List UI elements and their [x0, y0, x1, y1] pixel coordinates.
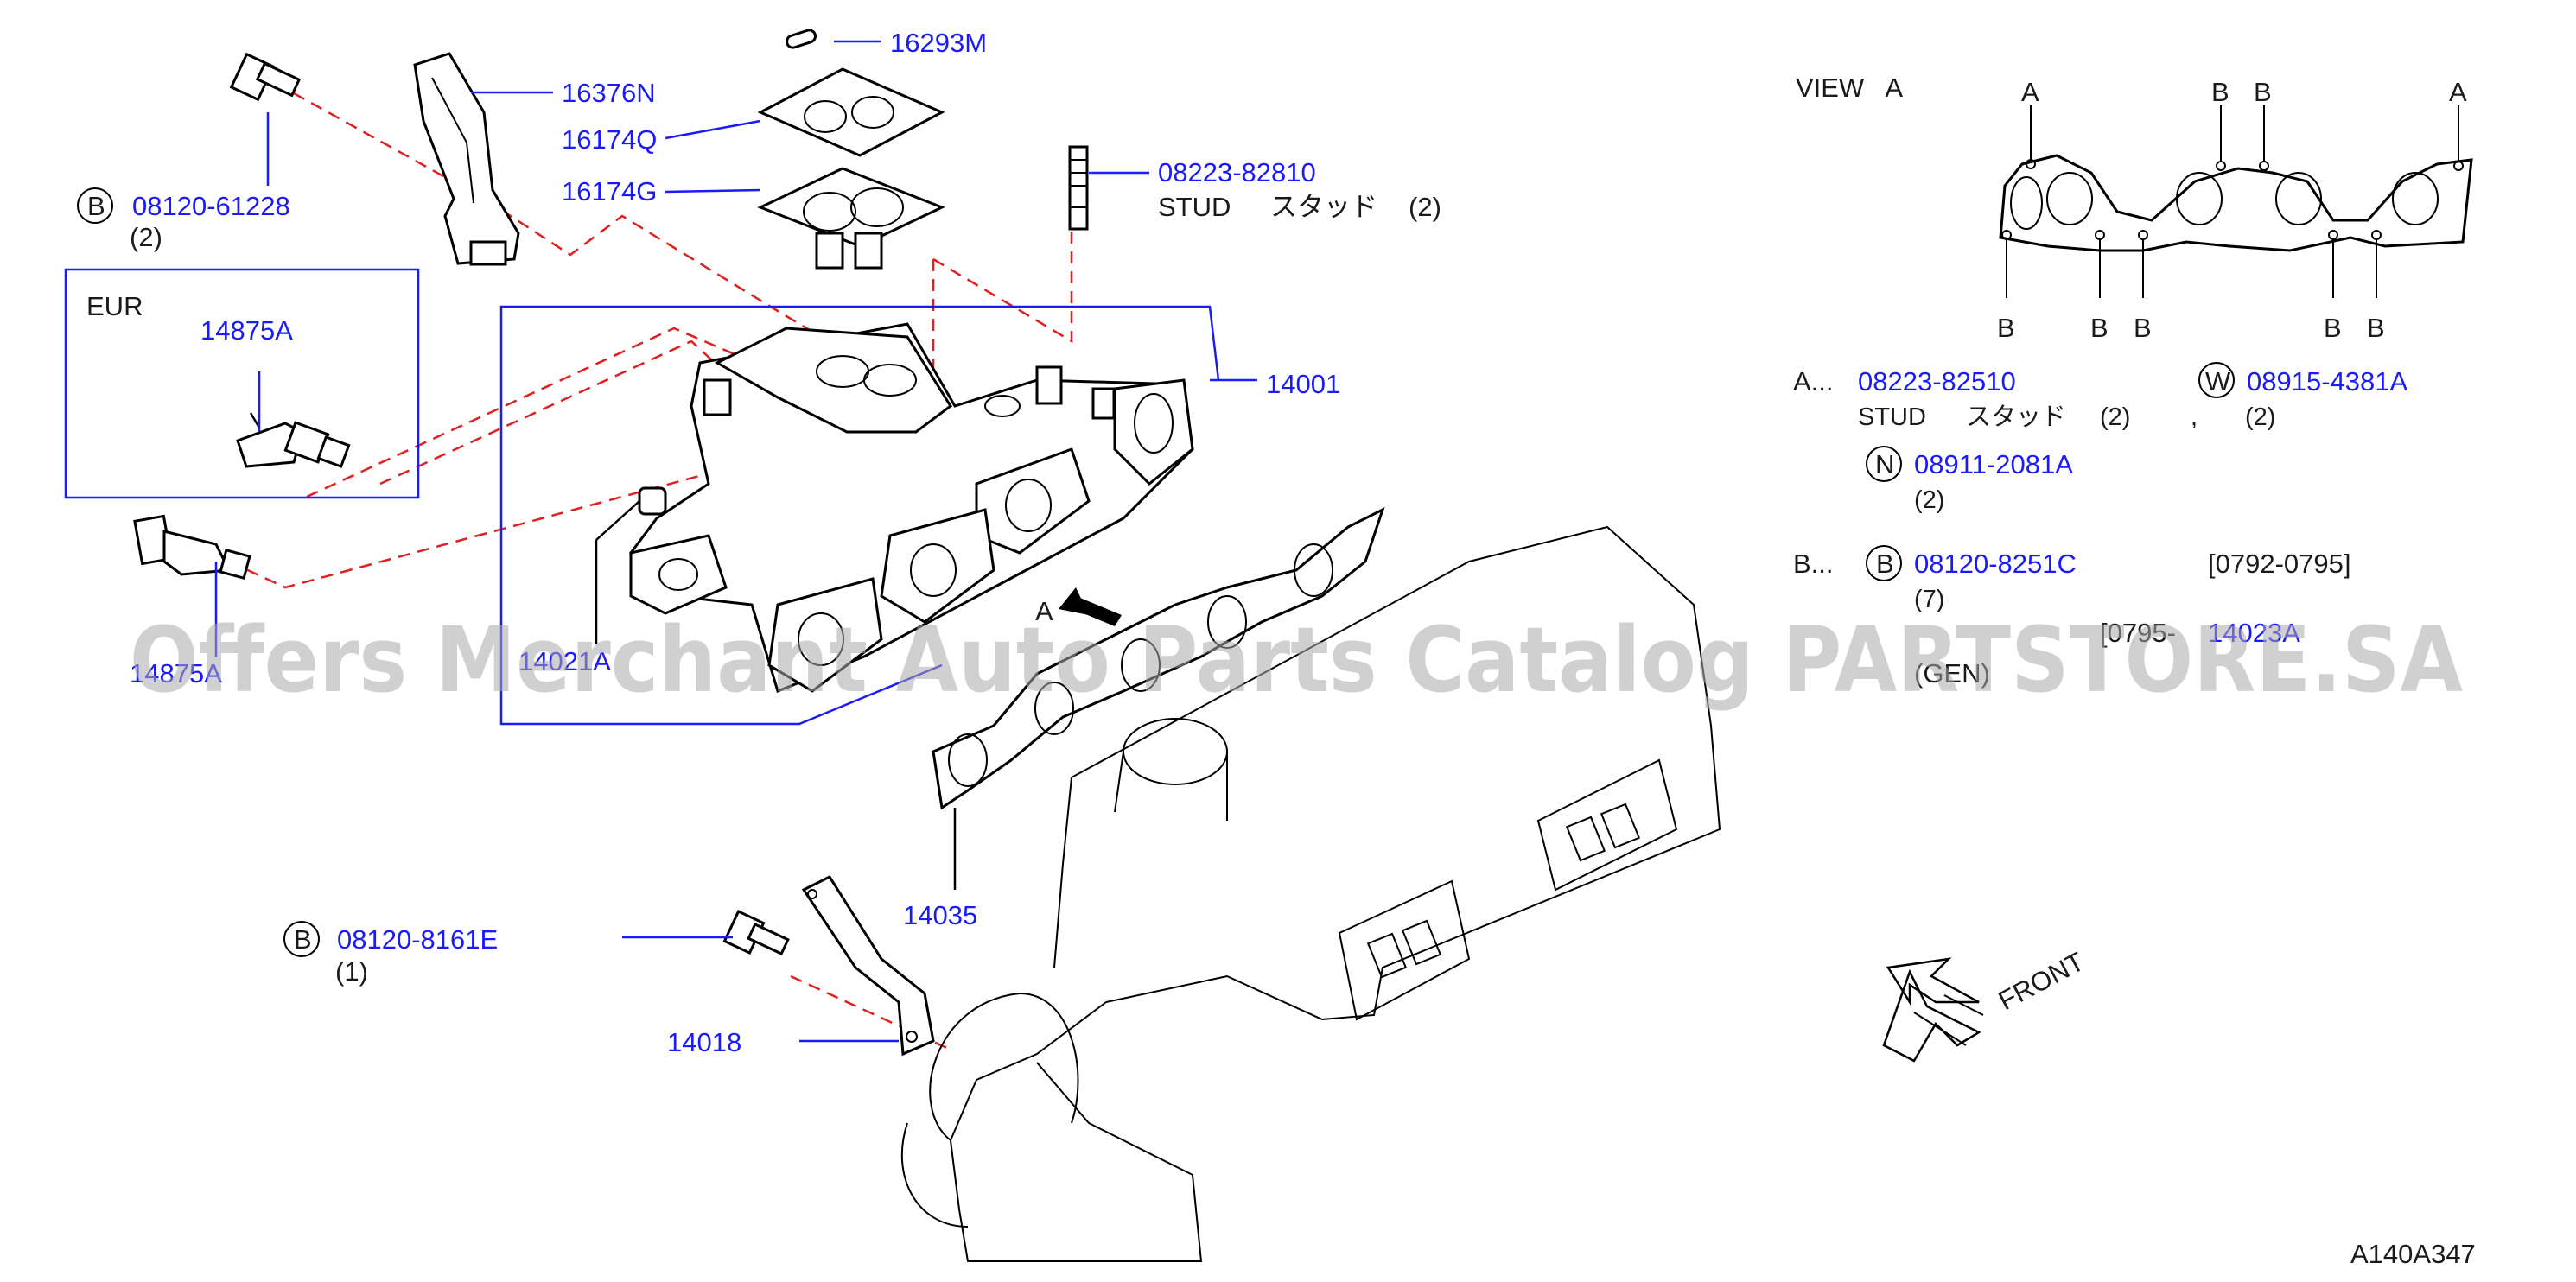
label-16293M: 16293M — [890, 28, 987, 58]
label-14018: 14018 — [667, 1027, 741, 1057]
bracket-14018-drawing — [801, 875, 935, 1057]
view-a-title: VIEW A — [1796, 73, 1903, 103]
legend-b2-range: [0795- — [2100, 618, 2176, 648]
circle-n-letter: N — [1875, 449, 1894, 479]
view-a-marker-b-bot4: B — [2324, 313, 2342, 343]
plug-14021A-drawing — [595, 486, 667, 644]
gasket-14035-drawing — [932, 507, 1385, 890]
legend-w-part: 08915-4381A — [2247, 366, 2407, 397]
view-a-marker-b-bot3: B — [2134, 313, 2152, 343]
view-a-marker-a-left: A — [2021, 77, 2039, 107]
label-16376N: 16376N — [562, 78, 656, 108]
view-a-marker-b-top2: B — [2254, 77, 2272, 107]
legend-n-qty: (2) — [1914, 486, 1944, 514]
stud-qty: (2) — [1409, 192, 1441, 222]
legend-b-part: 08120-8251C — [1914, 549, 2077, 579]
intake-manifold-drawing — [629, 322, 1194, 694]
circle-b-letter-3: B — [1876, 549, 1894, 579]
view-a-marker-b-bot2: B — [2090, 313, 2109, 343]
label-08223-82810: 08223-82810 — [1158, 157, 1316, 187]
label-14001: 14001 — [1266, 369, 1340, 399]
qty-08120-8161E: (1) — [335, 956, 368, 987]
label-14021A: 14021A — [518, 646, 611, 676]
legend-b2-note: (GEN) — [1914, 658, 1990, 689]
label-08120-8161E: 08120-8161E — [337, 924, 498, 955]
label-14875A-eur: 14875A — [200, 315, 293, 346]
watermark: Offers Merchant Auto Parts Catalog PARTS… — [130, 607, 2463, 713]
qty-08120-61228: (2) — [130, 222, 162, 252]
legend-a-prefix: A... — [1793, 366, 1834, 397]
front-label: FRONT — [1994, 946, 2089, 1016]
legend-b-range: [0792-0795] — [2208, 549, 2350, 579]
legend-w-qty: (2) — [2245, 403, 2275, 431]
label-14035: 14035 — [903, 900, 977, 930]
front-arrow — [1882, 957, 1984, 1063]
legend-b-qty: (7) — [1914, 586, 1944, 613]
legend-b2-part: 14023A — [2208, 618, 2300, 648]
circle-w-letter: W — [2205, 366, 2231, 397]
fitting-14875A-drawing — [133, 514, 251, 581]
stud-jp-label: スタッド — [1270, 192, 1377, 222]
legend-a-jp: スタッド — [1966, 403, 2066, 431]
stud-08223-82810-drawing — [1068, 145, 1089, 231]
stud-label: STUD — [1158, 192, 1231, 222]
view-a-marker-a-right: A — [2449, 77, 2467, 107]
eur-label: EUR — [86, 291, 143, 321]
engine-block-drawing — [900, 525, 1721, 1262]
view-a-gasket-drawing — [1999, 105, 2473, 298]
label-08120-61228: 08120-61228 — [132, 191, 290, 221]
legend-a-qty: (2) — [2100, 403, 2130, 431]
view-a-marker-b-bot5: B — [2367, 313, 2385, 343]
legend-a-part: 08223-82510 — [1858, 366, 2016, 397]
view-a-arrow-label: A — [1035, 596, 1053, 626]
view-a-marker-b-bot1: B — [1997, 313, 2015, 343]
eur-box — [64, 268, 420, 499]
bracket-16376N-drawing — [413, 52, 520, 266]
bolt-08120-8161E-drawing — [722, 910, 790, 956]
diagram-code: A140A347 — [2350, 1239, 2476, 1269]
label-14875A-lower: 14875A — [130, 658, 222, 689]
view-a-arrow — [1059, 587, 1122, 626]
circle-markers — [77, 187, 2235, 957]
label-16174Q: 16174Q — [562, 124, 657, 155]
legend-a-stud: STUD — [1858, 403, 1926, 431]
manifold-box — [499, 305, 1220, 726]
legend-n-part: 08911-2081A — [1914, 449, 2073, 479]
gasket-stack-drawing — [757, 29, 945, 270]
circle-b-letter-1: B — [87, 191, 105, 221]
legend-b-prefix: B... — [1793, 549, 1834, 579]
view-a-marker-b-top1: B — [2211, 77, 2229, 107]
legend-w-comma: , — [2191, 403, 2198, 431]
circle-b-letter-2: B — [294, 924, 312, 955]
label-16174G: 16174G — [562, 176, 657, 206]
leader-lines — [214, 40, 1149, 1043]
sensor-14875A-eur-drawing — [236, 412, 351, 468]
bolt-08120-61228-drawing — [229, 52, 302, 102]
